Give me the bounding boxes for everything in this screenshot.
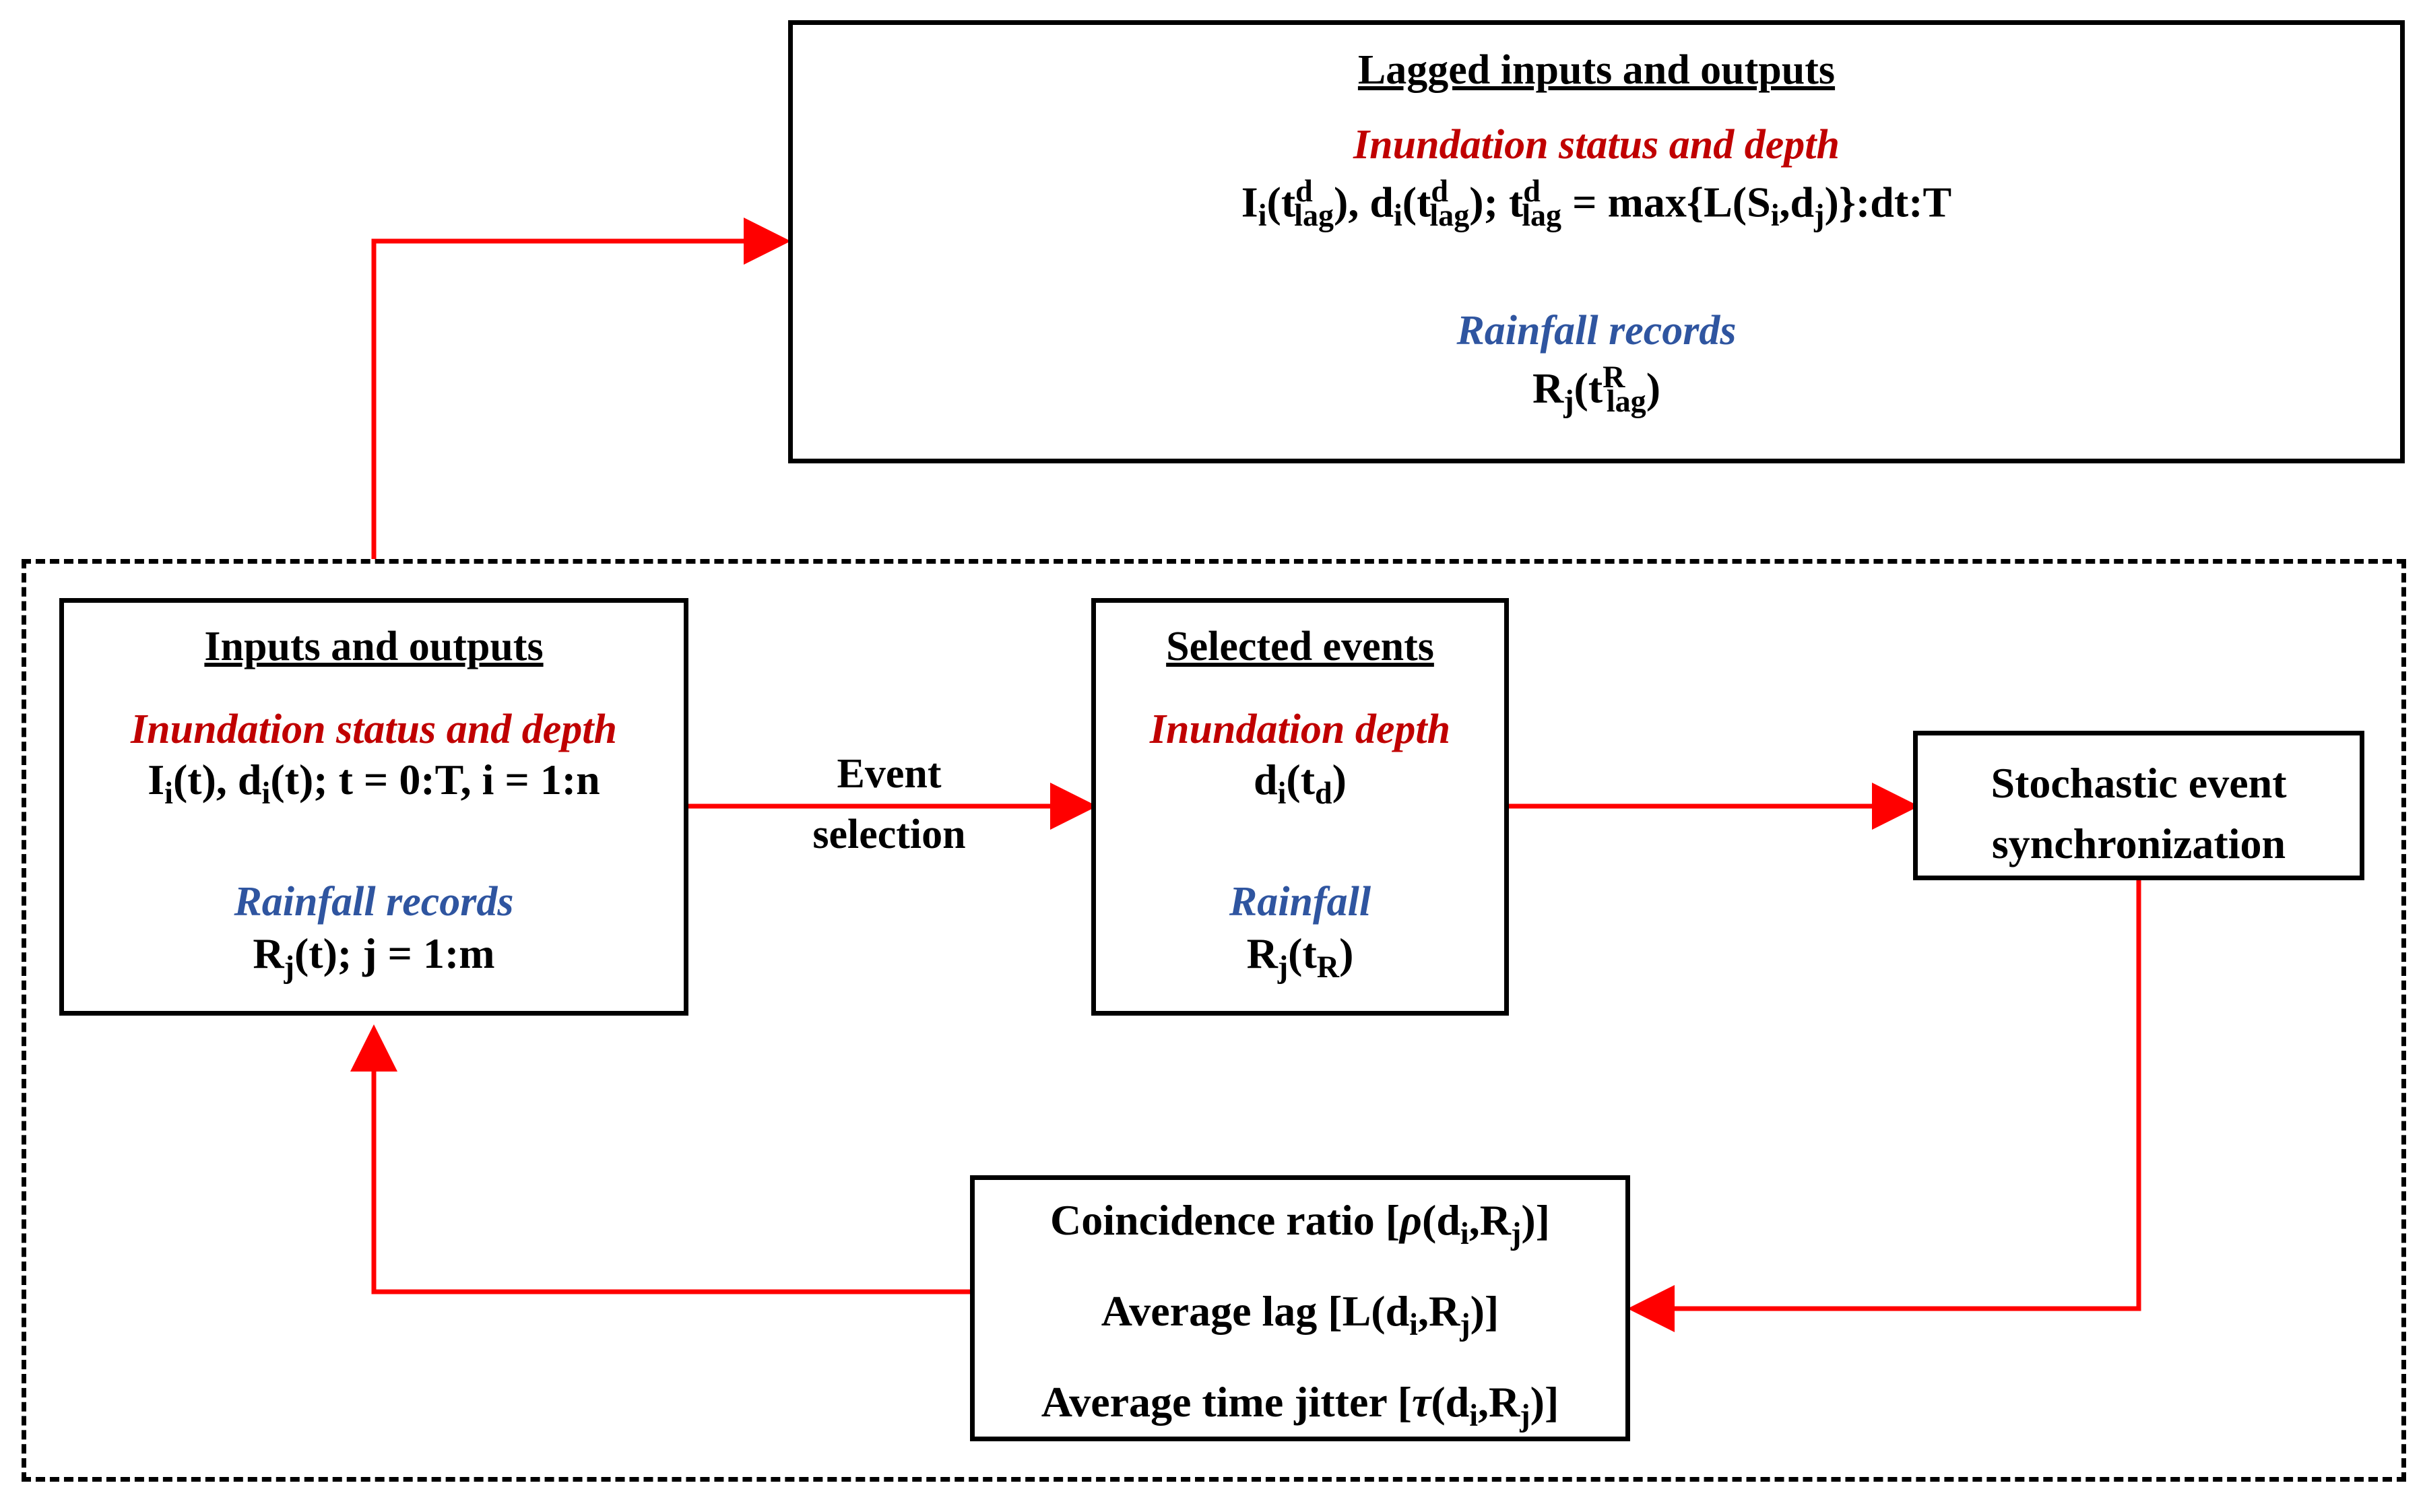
arrow-to-metrics: [1627, 878, 2141, 1332]
inputs-title: Inputs and outputs: [204, 624, 544, 669]
inputs-inundation-heading: Inundation status and depth: [131, 706, 617, 752]
lagged-rainfall-expr: Rj(tRlag): [1532, 360, 1661, 419]
lagged-inundation-heading: Inundation status and depth: [1353, 122, 1840, 168]
model-boundary: [22, 559, 2406, 1482]
arrow-metrics-to-inputs: [350, 1024, 973, 1294]
metrics-box: Coincidence ratio [ρ(di,Rj)] Average lag…: [970, 1175, 1630, 1441]
event-selection-label: Event selection: [754, 744, 1024, 865]
selected-rainfall-expr: Rj(tR): [1246, 929, 1354, 984]
lagged-rainfall-heading: Rainfall records: [1456, 308, 1737, 354]
lagged-inundation-expr: Ii(tdlag), di(tdlag); tdlag = max{L(Si,d…: [1241, 174, 1952, 233]
lagged-io-box: Lagged inputs and outputs Inundation sta…: [788, 20, 2405, 463]
selected-inundation-expr: di(td): [1254, 756, 1347, 810]
synchronization-box: Stochastic event synchronization: [1913, 731, 2364, 880]
selected-title: Selected events: [1166, 624, 1434, 669]
selected-events-box: Selected events Inundation depth di(td) …: [1091, 598, 1509, 1016]
sync-line-2: synchronization: [1991, 819, 2286, 867]
inputs-outputs-box: Inputs and outputs Inundation status and…: [59, 598, 688, 1016]
lagged-title: Lagged inputs and outputs: [1357, 47, 1836, 93]
event-selection-line-2: selection: [812, 811, 966, 857]
sync-line-1: Stochastic event: [1991, 759, 2287, 807]
average-lag: Average lag [L(di,Rj)]: [1101, 1286, 1499, 1342]
selected-inundation-heading: Inundation depth: [1149, 706, 1451, 752]
coincidence-ratio: Coincidence ratio [ρ(di,Rj)]: [1050, 1196, 1550, 1251]
event-selection-line-1: Event: [837, 751, 942, 797]
arrow-to-lagged-box: [371, 218, 791, 559]
inputs-rainfall-heading: Rainfall records: [234, 878, 514, 925]
average-time-jitter: Average time jitter [τ(di,Rj)]: [1041, 1377, 1559, 1433]
inputs-inundation-expr: Ii(t), di(t); t = 0:T, i = 1:n: [148, 756, 600, 810]
inputs-rainfall-expr: Rj(t); j = 1:m: [253, 929, 495, 984]
selected-rainfall-heading: Rainfall: [1229, 878, 1371, 925]
